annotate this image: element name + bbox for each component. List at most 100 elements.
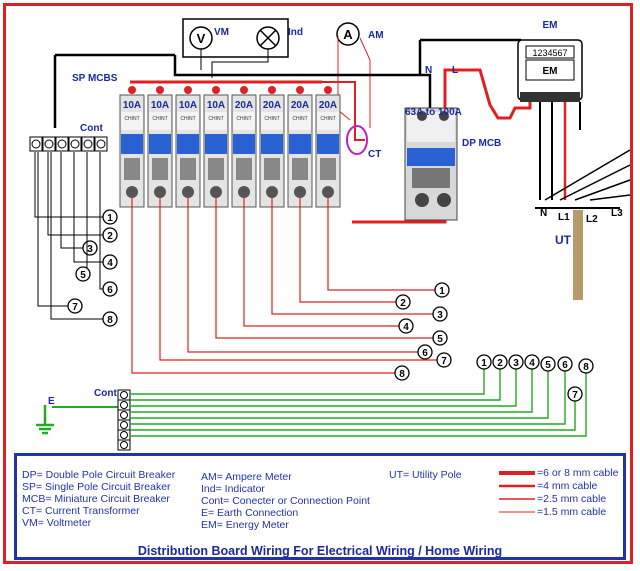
earth-connector bbox=[117, 389, 131, 451]
legend-col3-0: UT= Utility Pole bbox=[389, 469, 462, 481]
legend-col2-1: Ind= Indicator bbox=[201, 483, 265, 495]
cable-legend-0: =6 or 8 mm cable bbox=[537, 467, 619, 479]
sp-mcbs-label: SP MCBS bbox=[72, 73, 118, 84]
mcb-brand-3: CHINT bbox=[180, 116, 195, 122]
neutral-circuit-6: 6 bbox=[102, 281, 118, 297]
mcb-handle-4 bbox=[205, 134, 227, 154]
legend-box: DP= Double Pole Circuit Breaker SP= Sing… bbox=[14, 453, 626, 560]
mcb-rating-3: 10A bbox=[179, 100, 197, 111]
legend-col2-2: Cont= Conecter or Connection Point bbox=[201, 495, 370, 507]
neutral-circuit-3: 3 bbox=[82, 240, 98, 256]
svg-text:1: 1 bbox=[481, 358, 487, 369]
svg-text:7: 7 bbox=[572, 390, 578, 401]
svg-text:5: 5 bbox=[437, 334, 443, 345]
cont-bottom-label: Cont bbox=[94, 388, 117, 399]
svg-text:7: 7 bbox=[72, 302, 78, 313]
cable-legend-lines bbox=[499, 471, 535, 513]
earth-circuit-3: 3 bbox=[508, 354, 524, 370]
svg-text:6: 6 bbox=[107, 285, 113, 296]
phase-circuit-2: 2 bbox=[395, 294, 411, 310]
neutral-connector bbox=[29, 136, 108, 152]
neutral-circuit-8: 8 bbox=[102, 311, 118, 327]
ammeter-symbol bbox=[336, 22, 360, 46]
dp-mcb bbox=[404, 107, 458, 221]
bus-dot-2 bbox=[156, 86, 164, 94]
n-label: N bbox=[425, 65, 432, 76]
earth-circuit-5: 5 bbox=[540, 356, 556, 372]
earth-symbol-icon bbox=[36, 405, 54, 435]
svg-text:1: 1 bbox=[439, 286, 445, 297]
phase-circuit-4: 4 bbox=[398, 318, 414, 334]
phase-circuit-8: 8 bbox=[394, 365, 410, 381]
svg-text:4: 4 bbox=[403, 322, 409, 333]
legend-col1-1: SP= Single Pole Circuit Breaker bbox=[22, 481, 171, 493]
pole-n: N bbox=[540, 208, 547, 219]
mcb-brand-4: CHINT bbox=[208, 116, 223, 122]
sp-mcb-4: 10A CHINT bbox=[203, 94, 229, 208]
mcb-brand-5: CHINT bbox=[236, 116, 251, 122]
mcb-rating-4: 10A bbox=[207, 100, 225, 111]
mcb-rating-5: 20A bbox=[235, 100, 253, 111]
neutral-circuit-4: 4 bbox=[102, 254, 118, 270]
mcb-rating-6: 20A bbox=[263, 100, 281, 111]
pole-l3: L3 bbox=[611, 208, 623, 219]
svg-text:3: 3 bbox=[87, 244, 93, 255]
ind-label: Ind bbox=[288, 27, 303, 38]
energy-meter bbox=[517, 39, 583, 102]
svg-text:3: 3 bbox=[513, 358, 519, 369]
neutral-circuit-2: 2 bbox=[102, 227, 118, 243]
outer-border bbox=[3, 3, 633, 564]
pole-l1: L1 bbox=[558, 212, 570, 223]
svg-text:4: 4 bbox=[107, 258, 113, 269]
bus-dot-1 bbox=[128, 86, 136, 94]
voltmeter-v: V bbox=[197, 31, 206, 46]
bus-dot-5 bbox=[240, 86, 248, 94]
legend-col1-2: MCB= Miniature Circuit Breaker bbox=[22, 493, 170, 505]
mcb-rating-1: 10A bbox=[123, 100, 141, 111]
sp-mcb-3: 10A CHINT bbox=[175, 94, 201, 208]
svg-text:7: 7 bbox=[441, 356, 447, 367]
pole-l2: L2 bbox=[586, 214, 598, 225]
phase-circuit-1: 1 bbox=[434, 282, 450, 298]
mcb-handle-3 bbox=[177, 134, 199, 154]
cable-legend-2: =2.5 mm cable bbox=[537, 493, 607, 505]
legend-col2-0: AM= Ampere Meter bbox=[201, 471, 292, 483]
neutral-circuit-1: 1 bbox=[102, 209, 118, 225]
mcb-brand-2: CHINT bbox=[152, 116, 167, 122]
sp-mcb-row: 10ACHINT10ACHINT10ACHINT10ACHINT20ACHINT… bbox=[119, 94, 341, 208]
svg-text:4: 4 bbox=[529, 358, 535, 369]
mcb-handle-5 bbox=[233, 134, 255, 154]
svg-text:2: 2 bbox=[497, 358, 503, 369]
ct-label: CT bbox=[368, 149, 381, 160]
meter-display: 1234567 bbox=[532, 48, 567, 58]
diagram-caption: Distribution Board Wiring For Electrical… bbox=[137, 544, 503, 558]
earth-circuit-6: 6 bbox=[557, 356, 573, 372]
svg-text:5: 5 bbox=[545, 360, 551, 371]
mcb-rating-7: 20A bbox=[291, 100, 309, 111]
legend-col1-3: CT= Current Transformer bbox=[22, 505, 140, 517]
e-label: E bbox=[48, 396, 55, 407]
mcb-brand-1: CHINT bbox=[124, 116, 139, 122]
earth-circuit-2: 2 bbox=[492, 354, 508, 370]
mcb-rating-8: 20A bbox=[319, 100, 337, 111]
am-label: AM bbox=[368, 30, 384, 41]
sp-mcb-2: 10A CHINT bbox=[147, 94, 173, 208]
svg-text:1: 1 bbox=[107, 213, 113, 224]
earth-circuit-7: 7 bbox=[567, 386, 583, 402]
ut-label: UT bbox=[555, 233, 572, 247]
bus-dot-7 bbox=[296, 86, 304, 94]
legend-col2-4: EM= Energy Meter bbox=[201, 519, 289, 531]
mcb-handle-6 bbox=[261, 134, 283, 154]
em-label-top: EM bbox=[543, 20, 558, 31]
mcb-rating-2: 10A bbox=[151, 100, 169, 111]
mcb-handle-7 bbox=[289, 134, 311, 154]
cont-top-label: Cont bbox=[80, 123, 103, 134]
mcb-brand-8: CHINT bbox=[320, 116, 335, 122]
ammeter-a: A bbox=[343, 27, 353, 42]
svg-text:2: 2 bbox=[107, 231, 113, 242]
svg-text:2: 2 bbox=[400, 298, 406, 309]
svg-text:6: 6 bbox=[422, 348, 428, 359]
instrument-box bbox=[182, 18, 289, 58]
